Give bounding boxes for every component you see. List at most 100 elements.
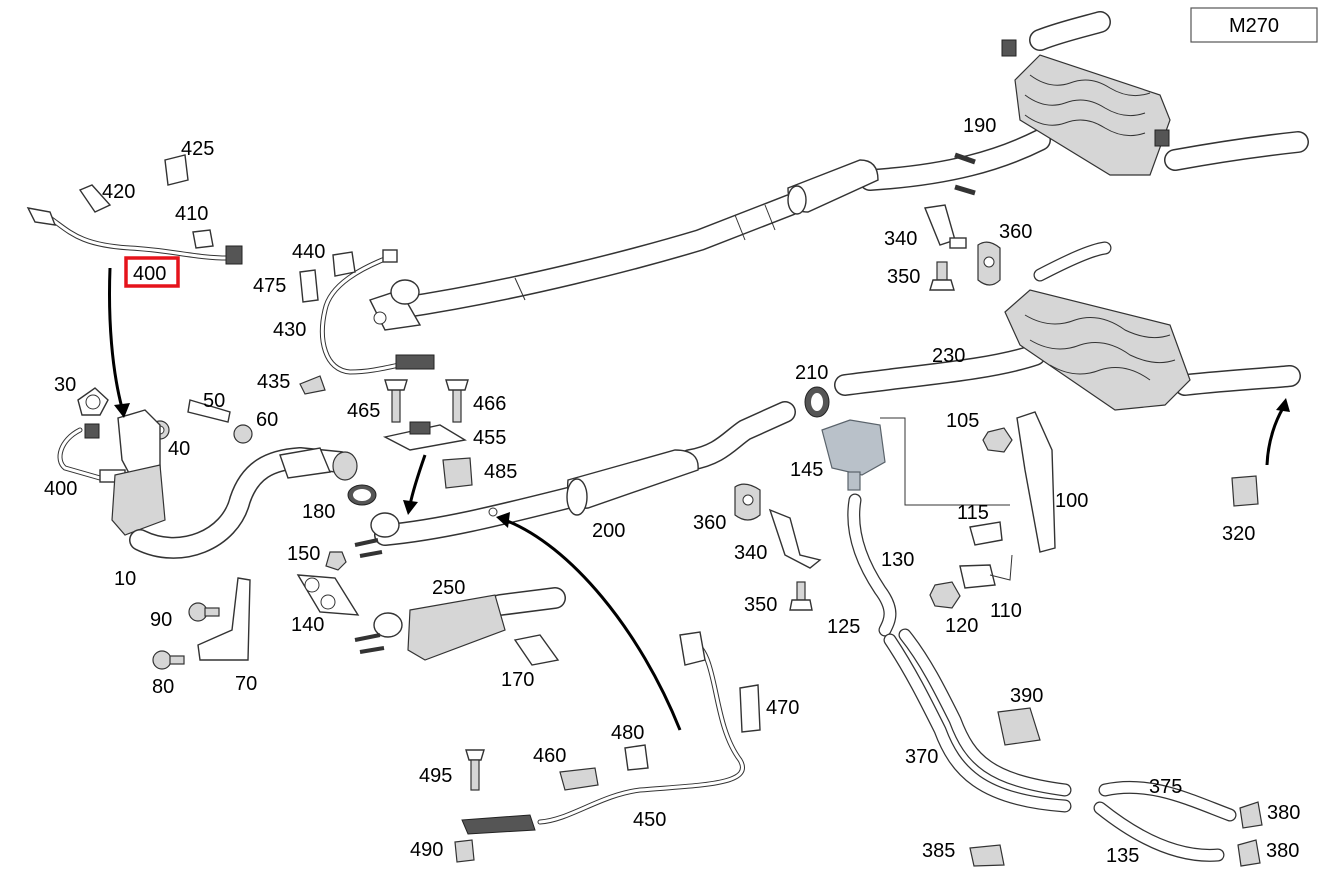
highlight-box-400	[124, 256, 180, 288]
label-380-bottom[interactable]: 380	[1266, 840, 1299, 862]
label-360-top[interactable]: 360	[999, 221, 1032, 243]
label-80[interactable]: 80	[152, 676, 174, 698]
label-485[interactable]: 485	[484, 461, 517, 483]
label-340-top[interactable]: 340	[884, 228, 917, 250]
label-40[interactable]: 40	[168, 438, 190, 460]
rear-silencer-230	[834, 241, 1301, 411]
catalytic-converter-10	[111, 409, 358, 559]
bolt-90	[188, 602, 220, 622]
middle-pipe-200	[374, 401, 796, 546]
label-385[interactable]: 385	[922, 840, 955, 862]
hoses-375-135	[1093, 780, 1237, 862]
model-badge: M270	[1190, 7, 1318, 43]
label-455[interactable]: 455	[473, 427, 506, 449]
bracket-455	[382, 421, 467, 451]
label-460[interactable]: 460	[533, 745, 566, 767]
label-320[interactable]: 320	[1222, 523, 1255, 545]
cap-485	[442, 457, 473, 489]
upper-exhaust-pipe	[389, 11, 1309, 319]
bracket-390	[997, 707, 1041, 746]
clamp-210	[804, 386, 830, 418]
pressure-sensor-145	[821, 417, 1010, 506]
label-360-mid[interactable]: 360	[693, 512, 726, 534]
label-210[interactable]: 210	[795, 362, 828, 384]
label-105[interactable]: 105	[946, 410, 979, 432]
clip-475	[299, 269, 319, 303]
label-200[interactable]: 200	[592, 520, 625, 542]
bracket-340-top	[924, 204, 967, 249]
label-145[interactable]: 145	[790, 459, 823, 481]
label-135[interactable]: 135	[1106, 845, 1139, 867]
label-350-mid[interactable]: 350	[744, 594, 777, 616]
screw-350-mid	[789, 581, 813, 611]
label-180[interactable]: 180	[302, 501, 335, 523]
label-100[interactable]: 100	[1055, 490, 1088, 512]
label-375[interactable]: 375	[1149, 776, 1182, 798]
nut-120	[929, 581, 961, 609]
label-490[interactable]: 490	[410, 839, 443, 861]
label-420[interactable]: 420	[102, 181, 135, 203]
label-230[interactable]: 230	[932, 345, 965, 367]
label-140[interactable]: 140	[291, 614, 324, 636]
label-380-top[interactable]: 380	[1267, 802, 1300, 824]
label-475[interactable]: 475	[253, 275, 286, 297]
muffler-intermediate-upper	[787, 159, 879, 215]
label-10[interactable]: 10	[114, 568, 136, 590]
label-390[interactable]: 390	[1010, 685, 1043, 707]
rubber-mount-360-mid	[734, 483, 761, 521]
label-470[interactable]: 470	[766, 697, 799, 719]
label-170[interactable]: 170	[501, 669, 534, 691]
arrow-455-to-pipe	[403, 454, 427, 515]
label-465[interactable]: 465	[347, 400, 380, 422]
sensor-400-left	[57, 423, 126, 483]
label-440[interactable]: 440	[292, 241, 325, 263]
label-120[interactable]: 120	[945, 615, 978, 637]
label-190[interactable]: 190	[963, 115, 996, 137]
label-480[interactable]: 480	[611, 722, 644, 744]
label-370[interactable]: 370	[905, 746, 938, 768]
arrow-400-to-manifold	[108, 267, 130, 418]
clip-435	[299, 375, 326, 395]
label-410[interactable]: 410	[175, 203, 208, 225]
label-125[interactable]: 125	[827, 616, 860, 638]
label-110[interactable]: 110	[990, 600, 1022, 622]
label-130[interactable]: 130	[881, 549, 914, 571]
label-495[interactable]: 495	[419, 765, 452, 787]
rear-silencer-190	[1001, 39, 1171, 176]
clip-490	[454, 839, 475, 863]
label-425[interactable]: 425	[181, 138, 214, 160]
label-430[interactable]: 430	[273, 319, 306, 341]
label-250[interactable]: 250	[432, 577, 465, 599]
label-435[interactable]: 435	[257, 371, 290, 393]
label-90[interactable]: 90	[150, 609, 172, 631]
clip-410	[192, 229, 214, 249]
label-30[interactable]: 30	[54, 374, 76, 396]
clip-425	[164, 154, 189, 186]
label-450[interactable]: 450	[633, 809, 666, 831]
bolt-80	[152, 650, 185, 670]
mounting-pins-190	[954, 152, 976, 196]
bolts-465-466	[384, 379, 469, 423]
nut-150	[325, 551, 347, 571]
label-400-left[interactable]: 400	[44, 478, 77, 500]
label-400-highlighted[interactable]: 400	[133, 263, 166, 285]
harness-450	[461, 631, 745, 835]
label-115[interactable]: 115	[957, 502, 989, 524]
label-340-mid[interactable]: 340	[734, 542, 767, 564]
clips-380	[1237, 801, 1263, 867]
screw-350-top	[929, 261, 955, 291]
label-50[interactable]: 50	[203, 390, 225, 412]
label-60[interactable]: 60	[256, 409, 278, 431]
label-150[interactable]: 150	[287, 543, 320, 565]
gasket-30	[77, 387, 109, 416]
flange-gasket-upper	[369, 279, 422, 331]
label-70[interactable]: 70	[235, 673, 257, 695]
label-466[interactable]: 466	[473, 393, 506, 415]
model-code: M270	[1229, 15, 1279, 37]
clip-170	[513, 634, 560, 666]
cap-320	[1231, 475, 1259, 507]
label-350-top[interactable]: 350	[887, 266, 920, 288]
nut-105	[982, 427, 1013, 453]
gasket-140	[296, 574, 360, 616]
